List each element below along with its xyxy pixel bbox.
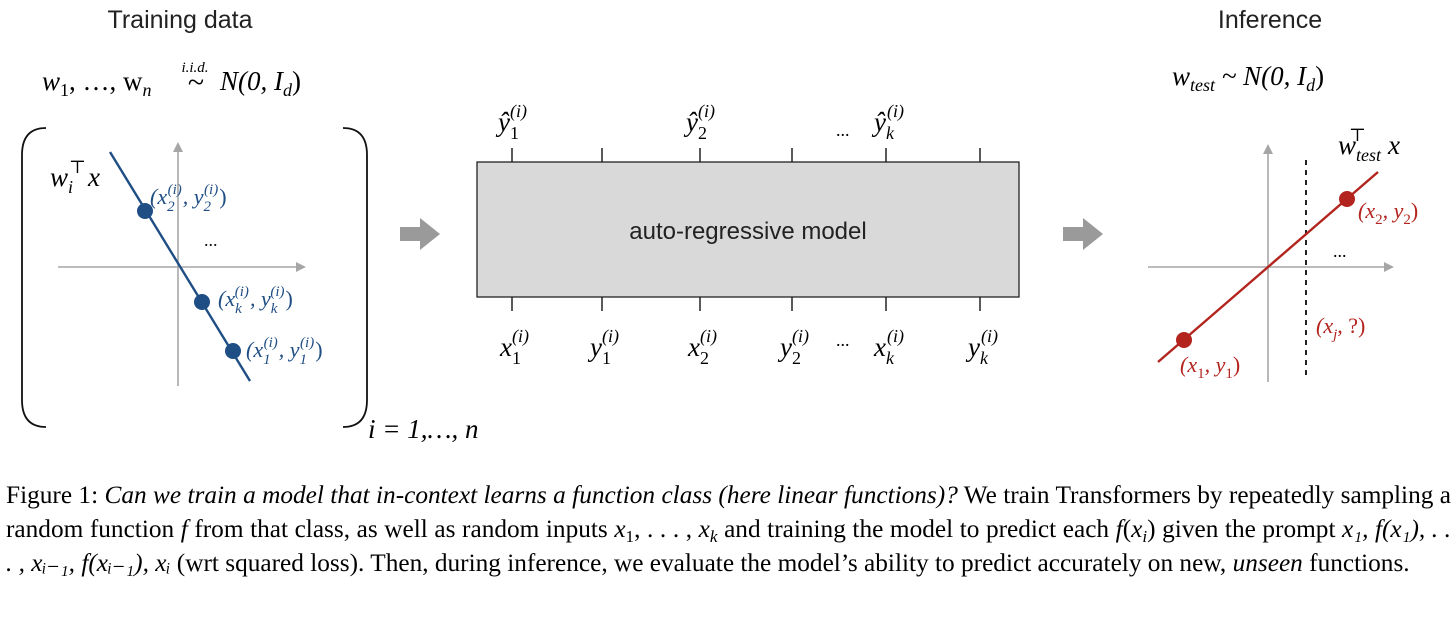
train-point-2 bbox=[137, 203, 153, 219]
input-y1: y1(i) bbox=[587, 326, 619, 368]
train-label-2: (x2(i), y2(i)) bbox=[150, 182, 227, 215]
output-ticks bbox=[511, 148, 981, 162]
test-label-query: (xj, ?) bbox=[1316, 313, 1365, 343]
index-range: i = 1,…, n bbox=[368, 414, 478, 444]
caption-label: Figure 1: bbox=[6, 481, 99, 509]
right-bracket bbox=[342, 127, 368, 428]
figure-caption: Figure 1: Can we train a model that in-c… bbox=[6, 481, 1451, 577]
output-ellipsis: ... bbox=[836, 120, 850, 140]
test-label-2: (x2, y2) bbox=[1358, 198, 1418, 228]
output-y1: ŷ1(i) bbox=[495, 101, 527, 143]
input-x1: x1(i) bbox=[499, 326, 529, 368]
caption-question: Can we train a model that in-context lea… bbox=[104, 481, 958, 509]
input-ticks bbox=[511, 297, 981, 311]
normal-dist: N(0, Id) bbox=[219, 66, 301, 100]
input-x2: x2(i) bbox=[687, 326, 717, 368]
output-yk: ŷk(i) bbox=[871, 101, 904, 143]
caption-f: f bbox=[180, 515, 188, 543]
figure-diagram: Training data Inference w1, …, wn i.i.d.… bbox=[21, 6, 1418, 444]
input-ellipsis: ... bbox=[836, 330, 850, 350]
input-yk: yk(i) bbox=[965, 326, 998, 368]
input-xk: xk(i) bbox=[873, 326, 904, 368]
test-label-1: (x1, y1) bbox=[1180, 352, 1240, 382]
train-y-arrowhead bbox=[173, 142, 183, 152]
train-line-label: wi⊤x bbox=[50, 157, 100, 197]
training-title: Training data bbox=[108, 6, 253, 34]
train-ellipsis: ... bbox=[204, 230, 218, 250]
test-point-1 bbox=[1176, 332, 1192, 348]
train-point-k bbox=[194, 294, 210, 310]
train-regression-line bbox=[108, 151, 252, 382]
train-x-arrowhead bbox=[296, 262, 306, 272]
test-ellipsis: ... bbox=[1333, 241, 1347, 261]
test-y-arrowhead bbox=[1263, 144, 1273, 154]
arrow-to-model bbox=[400, 218, 440, 250]
arrow-to-inference bbox=[1063, 218, 1103, 250]
train-label-1: (x1(i), y1(i)) bbox=[246, 335, 323, 368]
inference-prior: wtest ~ N(0, Id) bbox=[1172, 61, 1324, 95]
inference-title: Inference bbox=[1218, 6, 1322, 34]
train-point-1 bbox=[225, 343, 241, 359]
model-label: auto-regressive model bbox=[629, 218, 866, 245]
test-x-arrowhead bbox=[1384, 262, 1394, 272]
test-line-label: wtest⊤x bbox=[1338, 125, 1400, 165]
left-bracket bbox=[21, 127, 47, 428]
caption-unseen: unseen bbox=[1232, 549, 1303, 577]
output-y2: ŷ2(i) bbox=[683, 101, 715, 143]
training-prior: w1, …, wn bbox=[42, 66, 152, 100]
test-point-2 bbox=[1339, 191, 1355, 207]
model-box bbox=[476, 161, 1020, 298]
train-label-k: (xk(i), yk(i)) bbox=[218, 284, 293, 317]
iid-label: i.i.d. bbox=[181, 60, 208, 76]
caption-prompt: x₁, f(x₁), . . . , xᵢ₋₁, f(xᵢ₋₁), xᵢ bbox=[6, 515, 1451, 577]
input-y2: y2(i) bbox=[777, 326, 809, 368]
sim-symbol: ~ bbox=[188, 66, 204, 99]
